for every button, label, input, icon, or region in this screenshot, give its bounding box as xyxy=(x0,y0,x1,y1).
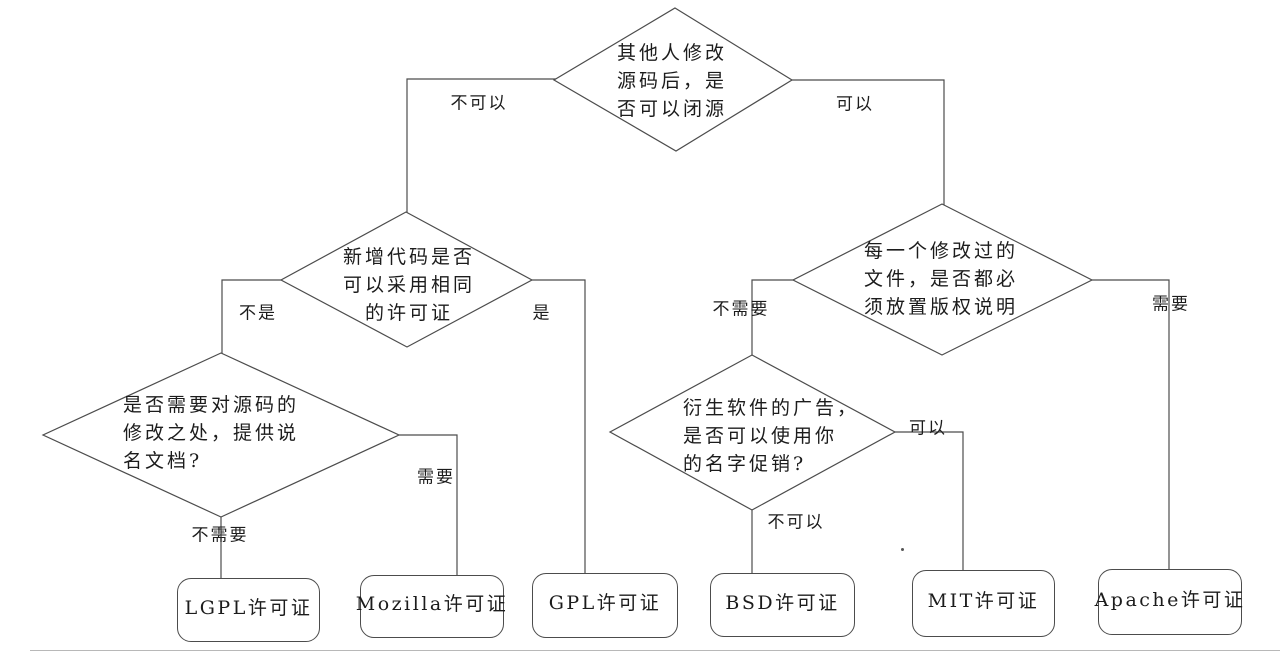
edge-d3-to-mozilla xyxy=(399,434,458,576)
license-label-mozilla: Mozilla许可证 xyxy=(355,593,509,615)
edge-label-d3-yes: 需要 xyxy=(417,467,455,488)
license-box-lgpl: LGPL许可证 xyxy=(177,578,320,642)
license-box-gpl: GPL许可证 xyxy=(532,573,678,638)
license-label-gpl: GPL许可证 xyxy=(548,592,662,614)
stray-dot xyxy=(901,548,904,551)
decision-d4-text: 每一个修改过的 文件，是否都必 须放置版权说明 xyxy=(863,240,1019,318)
license-label-lgpl: LGPL许可证 xyxy=(184,596,313,619)
edge-label-d5-no: 不可以 xyxy=(767,512,825,533)
decision-d4-shape xyxy=(791,203,1094,356)
decision-d2-shape xyxy=(279,211,534,348)
license-label-apache: Apache许可证 xyxy=(1094,588,1246,611)
license-box-mit: MIT许可证 xyxy=(912,570,1055,637)
license-label-bsd: BSD许可证 xyxy=(725,591,840,614)
edge-d5-to-mit xyxy=(895,431,964,571)
edge-label-d2-no: 不是 xyxy=(239,303,277,324)
decision-d5-text: 衍生软件的广告， 是否可以使用你 的名字促销? xyxy=(683,397,860,475)
edge-label-d2-yes: 是 xyxy=(532,303,552,324)
decision-d3-shape xyxy=(41,352,401,518)
edge-label-d5-yes: 可以 xyxy=(909,418,947,439)
edge-label-d1-yes: 可以 xyxy=(836,94,874,115)
license-label-mit: MIT许可证 xyxy=(927,590,1040,612)
license-box-bsd: BSD许可证 xyxy=(710,573,855,637)
edge-d1-to-d2 xyxy=(406,78,556,213)
edge-label-d4-yes: 需要 xyxy=(1152,294,1190,315)
edge-d4-to-apache xyxy=(1092,279,1170,570)
license-box-apache: Apache许可证 xyxy=(1095,569,1243,635)
decision-d2-text: 新增代码是否 可以采用相同 的许可证 xyxy=(342,246,476,324)
decision-d3-text: 是否需要对源码的 修改之处，提供说 名文档? xyxy=(123,394,300,472)
edge-label-d4-no: 不需要 xyxy=(712,299,770,320)
decision-d5-shape xyxy=(608,354,897,511)
license-box-mozilla: Mozilla许可证 xyxy=(356,575,506,638)
edge-label-d3-no: 不需要 xyxy=(191,525,249,546)
edge-label-d1-no: 不可以 xyxy=(450,93,508,114)
edge-d2-to-gpl xyxy=(532,279,586,574)
edge-d2-to-d3 xyxy=(221,279,281,354)
edge-d4-to-d5 xyxy=(751,279,793,356)
decision-d1-text: 其他人修改 源码后，是 否可以闭源 xyxy=(616,42,728,120)
edge-d1-to-d4 xyxy=(792,79,945,205)
decision-d1-shape xyxy=(552,7,794,152)
